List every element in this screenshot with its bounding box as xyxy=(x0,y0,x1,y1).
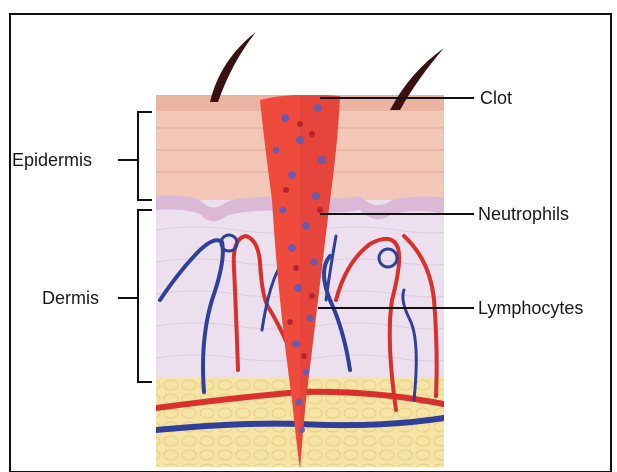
dermis-label: Dermis xyxy=(42,288,99,308)
neutrophils-label: Neutrophils xyxy=(478,204,569,224)
lymphocytes-label: Lymphocytes xyxy=(478,298,583,318)
clot-label: Clot xyxy=(480,88,512,108)
epidermis-label: Epidermis xyxy=(12,150,92,170)
